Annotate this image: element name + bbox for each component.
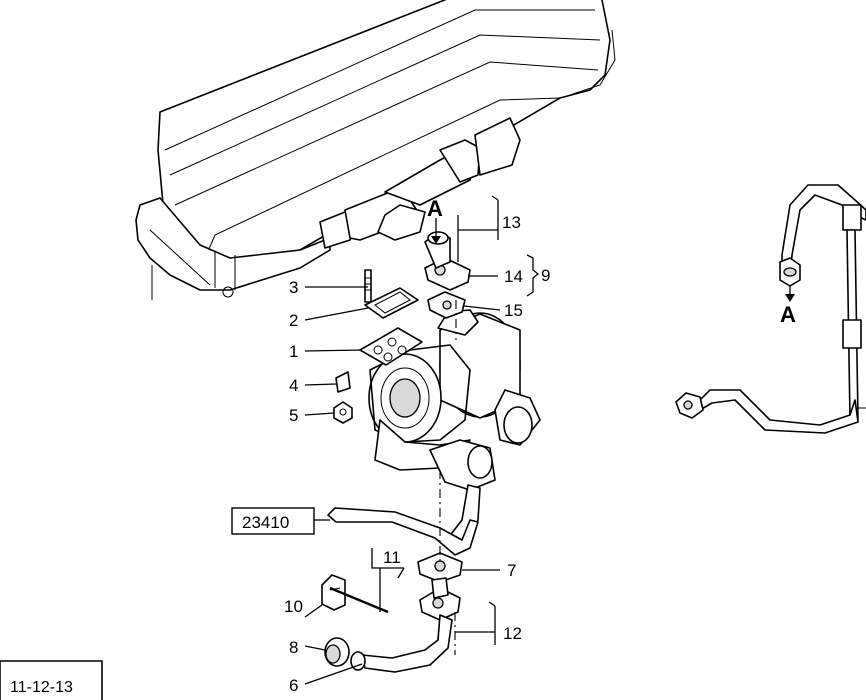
intake-manifold-housing bbox=[135, 0, 616, 300]
callout-5: 5 bbox=[289, 406, 298, 425]
callout-labels: 3 2 1 4 5 13 14 9 15 7 11 10 12 8 6 A A bbox=[284, 196, 796, 695]
callout-13: 13 bbox=[502, 213, 521, 232]
callout-3: 3 bbox=[289, 278, 298, 297]
view-marker-a-main: A bbox=[427, 196, 443, 221]
callout-12: 12 bbox=[503, 624, 522, 643]
part-14-oil-feed-fitting bbox=[424, 231, 471, 291]
part-1-flange-plate bbox=[359, 327, 423, 366]
leader-lines bbox=[304, 195, 540, 685]
callout-11: 11 bbox=[383, 548, 401, 567]
part-11-bolt bbox=[329, 586, 389, 614]
page-ref-text: 11-12-13 bbox=[10, 679, 73, 696]
callout-10: 10 bbox=[284, 597, 303, 616]
callout-9: 9 bbox=[541, 266, 550, 285]
page-ref-box: 11-12-13 bbox=[0, 660, 103, 700]
centerlines bbox=[439, 300, 457, 655]
part-3-stud bbox=[364, 269, 372, 303]
callout-2: 2 bbox=[289, 311, 298, 330]
callout-15: 15 bbox=[504, 301, 523, 320]
section-ref-box: 23410 bbox=[231, 507, 315, 535]
part-2-gasket bbox=[364, 287, 419, 319]
part-7-gasket bbox=[417, 552, 463, 583]
view-a-detail-pipe bbox=[675, 184, 866, 434]
part-15-gasket bbox=[427, 291, 466, 319]
part-6-drain-pipe bbox=[350, 577, 461, 673]
part-8-seal bbox=[324, 637, 350, 667]
turbocharger bbox=[368, 309, 541, 549]
view-marker-a-detail: A bbox=[780, 302, 796, 327]
callout-4: 4 bbox=[289, 376, 298, 395]
part-5-nut bbox=[333, 401, 353, 424]
callout-8: 8 bbox=[289, 638, 298, 657]
section-ref-text: 23410 bbox=[242, 513, 289, 532]
part-4-washer bbox=[335, 371, 351, 393]
hose-ref-23410 bbox=[327, 507, 479, 556]
callout-6: 6 bbox=[289, 676, 298, 695]
callout-1: 1 bbox=[289, 342, 298, 361]
callout-7: 7 bbox=[507, 561, 516, 580]
callout-14: 14 bbox=[504, 267, 523, 286]
